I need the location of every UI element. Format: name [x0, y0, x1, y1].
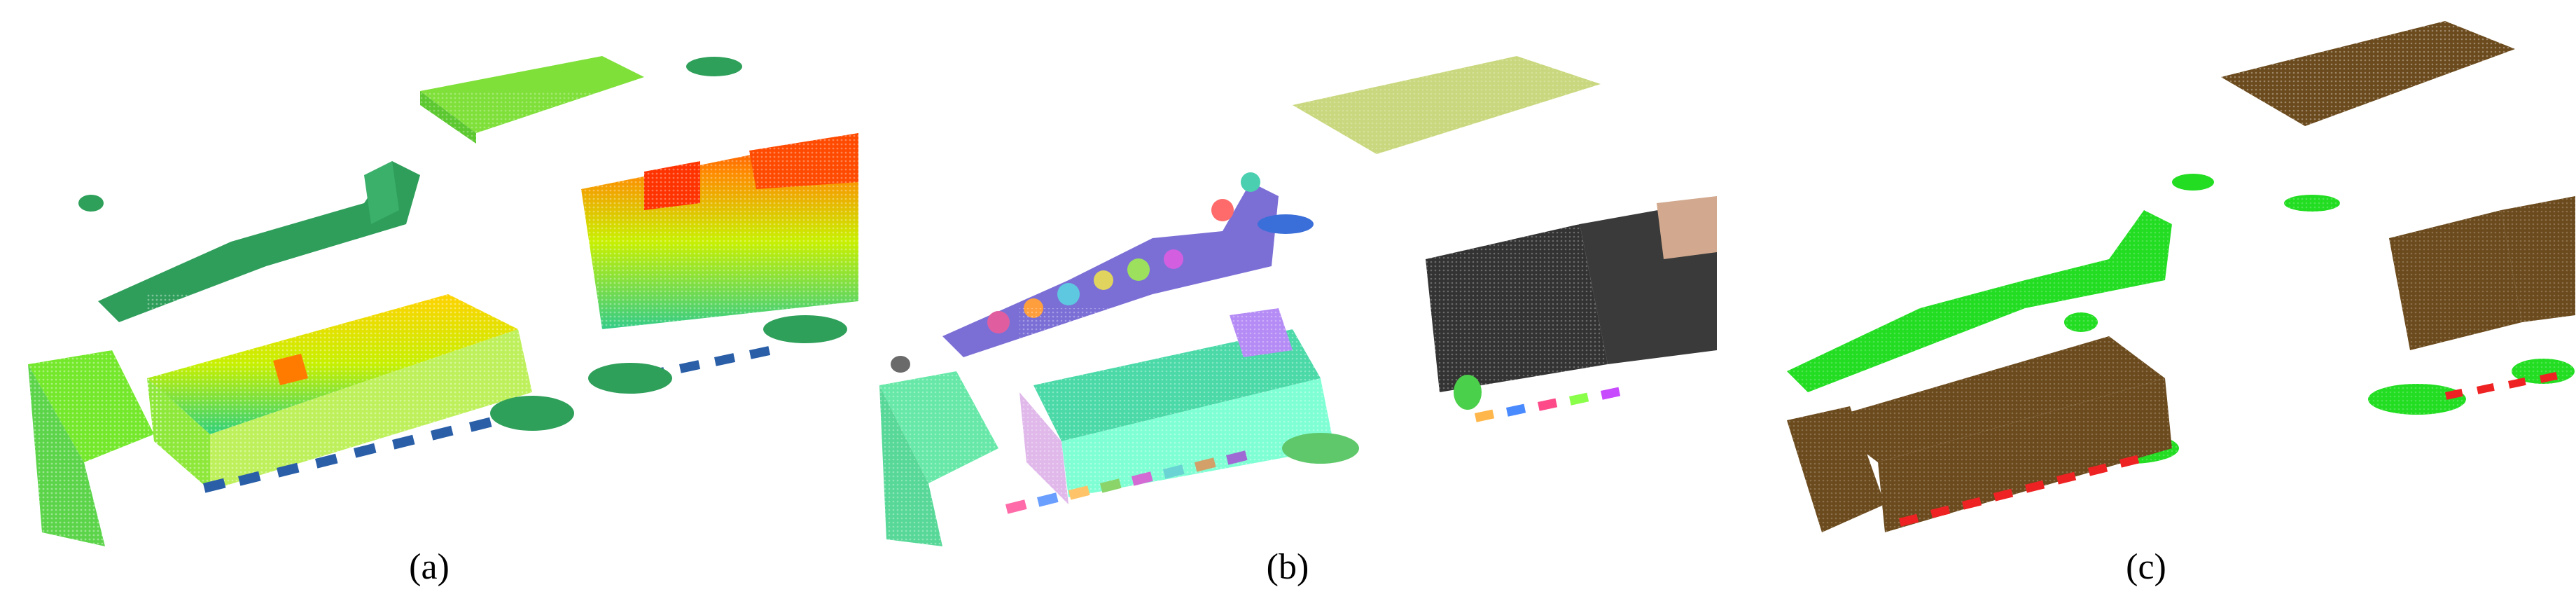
- trees-right: [78, 57, 847, 431]
- caption-b: (b): [1266, 547, 1309, 587]
- point-cloud-height-colored: [28, 56, 858, 546]
- caption-c: (c): [2126, 547, 2166, 587]
- vegetation-strip: [98, 161, 420, 322]
- tall-building: [581, 133, 858, 329]
- segmented-trees: [891, 214, 1482, 464]
- car-class: [1899, 372, 2558, 527]
- panel-a: (a): [0, 0, 858, 615]
- panel-c: (c): [1717, 0, 2575, 615]
- panel-b: (b): [858, 0, 1717, 615]
- roof-top-building: [2221, 21, 2515, 126]
- main-building: [147, 294, 532, 490]
- dark-building: [1426, 196, 1717, 392]
- roof-top-building: [1293, 56, 1601, 154]
- point-cloud-classified: [1787, 21, 2575, 532]
- roof-top-building: [420, 56, 644, 147]
- low-building-left: [28, 350, 161, 546]
- segmented-cars: [1005, 387, 1621, 514]
- caption-a: (a): [409, 547, 450, 587]
- low-building-left: [879, 371, 1005, 546]
- point-cloud-segmented: [879, 56, 1717, 546]
- building-class: [1787, 196, 2575, 532]
